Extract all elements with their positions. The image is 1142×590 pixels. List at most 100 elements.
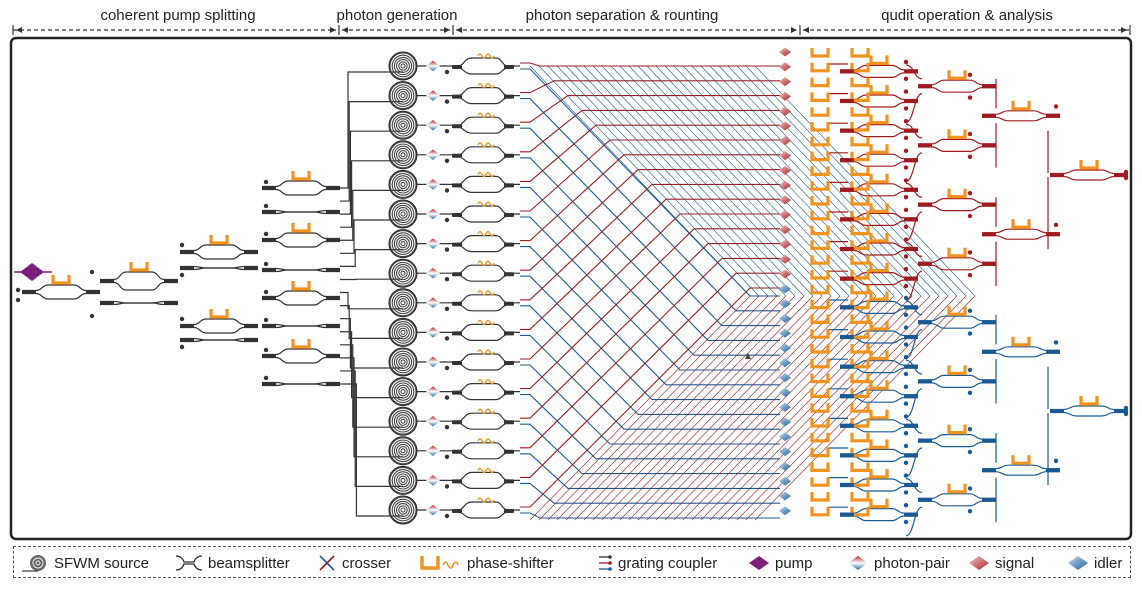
waveguide [556,295,778,521]
photon-marker [779,195,791,205]
phase-shifter [850,255,870,265]
waveguide [447,57,520,67]
grating-coupler [444,513,450,519]
waveguide [520,305,780,415]
photon-marker [779,432,791,442]
photon-marker [426,475,440,486]
beamsplitter [840,187,854,192]
waveguide [664,295,886,521]
phase-shifter [810,255,830,265]
waveguide [447,264,520,274]
spiral-outline [388,317,418,347]
waveguide [22,292,100,300]
waveguide [709,295,931,521]
spiral-outline [388,81,418,111]
beamsplitter [164,301,178,305]
beamsplitter [904,305,918,310]
beamsplitter [904,276,918,281]
photon-marker [426,297,440,309]
waveguide [619,65,841,297]
spiral-outline [388,436,418,466]
waveguide [447,353,520,363]
phase-shifter [850,136,870,147]
waveguide [918,382,996,388]
grating-coupler [967,191,973,196]
grating-coupler [444,247,450,252]
legend-beamsplitter: beamsplitter [174,553,290,573]
beamsplitter [452,390,462,395]
spiral-loop [398,386,408,397]
waveguide [447,294,520,304]
beamsplitter [326,354,340,358]
waveguide [340,357,403,458]
grating-coupler [444,158,450,163]
phase-shifter [850,62,870,73]
phase-shifter [810,506,830,517]
sfwm-source [388,288,418,318]
waveguide [520,243,780,419]
grating-coupler [967,331,973,336]
photon-marker [779,417,791,427]
grating-coupler [903,59,909,65]
beamsplitter [840,453,854,458]
spiral-loop [389,437,417,465]
waveguide [180,318,258,326]
grating-coupler [967,154,973,159]
photon-marker [779,461,791,471]
phase-shifter [850,92,870,102]
waveguide [520,109,780,153]
spiral-loop [398,268,408,278]
beamsplitter [244,250,258,254]
beamsplitter [918,438,932,443]
beamsplitter [504,183,514,188]
photon-marker [779,165,791,175]
waveguide [457,185,509,193]
waveguide [1050,411,1128,417]
beamsplitter [326,186,340,190]
section-label-photon-generation: photon generation [336,7,458,24]
phase-shifter [1011,336,1031,347]
thermal-phase-shifter [477,319,495,326]
circuit-diagram [9,25,1133,541]
waveguide [918,500,996,507]
waveguide [520,127,780,327]
waveguide [520,287,780,508]
grating-coupler [444,484,450,489]
idler-icon [1068,556,1088,570]
phase-shifter [869,173,889,184]
grating-coupler [967,273,973,278]
beamsplitter [1114,173,1128,177]
phase-shifter [1011,100,1031,111]
beamsplitter [982,379,996,384]
spiral-loop [400,270,406,276]
photon-marker [779,373,791,383]
phase-shifter [810,329,830,339]
phase-shifter [850,225,870,236]
spiral-loop [400,211,406,217]
phase-shifter [810,151,830,162]
phase-shifter [850,122,870,132]
thermal-phase-shifter [477,497,495,503]
legend-label-idler: idler [1094,554,1123,572]
sfwm-source [388,229,418,259]
waveguide [447,442,520,452]
grating-coupler [903,106,909,111]
beamsplitter [904,423,918,428]
grating-coupler [967,367,973,373]
waveguide [565,295,787,521]
waveguide [447,323,520,333]
beamsplitter [982,113,996,118]
beamsplitter [262,186,276,190]
spiral-loop [391,54,415,78]
beamsplitter [918,497,932,502]
phase-shifter [810,240,830,250]
waveguide [520,80,780,94]
waveguide [700,65,922,297]
waveguide [840,448,918,455]
waveguide [1050,175,1128,181]
phase-shifter [810,166,830,176]
spiral-loop [393,441,413,460]
beamsplitter [982,143,996,148]
phase-shifter [850,299,870,310]
waveguide [262,325,340,329]
